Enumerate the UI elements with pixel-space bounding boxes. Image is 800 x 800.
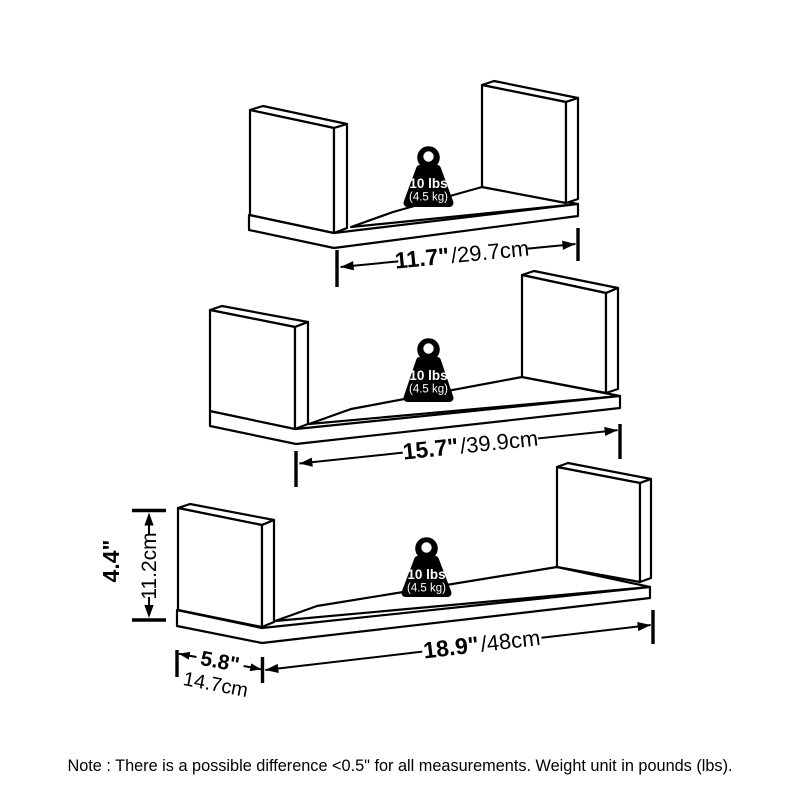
arrowhead-right bbox=[604, 426, 618, 437]
left-panel-face bbox=[208, 308, 297, 431]
weight-knob-hole bbox=[423, 343, 434, 354]
height-cm-label: 11.2cm bbox=[138, 532, 161, 599]
arrowhead-right bbox=[249, 663, 262, 672]
arrowhead-left bbox=[265, 663, 279, 674]
arrowhead-right bbox=[637, 621, 651, 632]
measurement-note: Note : There is a possible difference <0… bbox=[67, 757, 732, 775]
left-panel-face bbox=[176, 506, 264, 629]
weight-lbs-label: 10 lbs bbox=[409, 368, 447, 383]
right-panel-side bbox=[638, 477, 653, 584]
right-panel-side bbox=[564, 96, 580, 205]
weight-lbs-label: 10 lbs bbox=[409, 176, 447, 191]
height-inch-label: 4.4" bbox=[98, 540, 124, 583]
arrowhead-up bbox=[144, 512, 154, 526]
width-dimension: 18.9"/48cm bbox=[260, 610, 655, 683]
arrowhead-down bbox=[144, 605, 154, 618]
weight-body bbox=[401, 556, 452, 597]
weight-body bbox=[403, 357, 454, 402]
width-label: 11.7"/29.7cm bbox=[394, 235, 531, 274]
weight-capacity-icon: 10 lbs (4.5 kg) bbox=[403, 146, 454, 207]
weight-kg-label: (4.5 kg) bbox=[409, 384, 448, 396]
arrowhead-left bbox=[178, 651, 191, 660]
shelf-medium: 10 lbs (4.5 kg) 15.7"/39.9cm bbox=[208, 269, 622, 487]
left-panel-face bbox=[248, 108, 336, 235]
arrowhead-right bbox=[562, 240, 576, 250]
weight-body bbox=[403, 165, 454, 207]
depth-cm-label: 14.7cm bbox=[181, 668, 250, 702]
right-panel-side bbox=[604, 286, 620, 395]
weight-lbs-label: 10 lbs bbox=[407, 567, 445, 582]
left-panel-side bbox=[260, 518, 276, 629]
arrowhead-left bbox=[299, 457, 313, 467]
weight-knob-hole bbox=[423, 151, 434, 162]
right-panel-face bbox=[480, 83, 568, 205]
right-panel-face bbox=[555, 465, 642, 584]
weight-knob-hole bbox=[421, 542, 432, 553]
left-panel-side bbox=[332, 122, 349, 235]
weight-kg-label: (4.5 kg) bbox=[409, 192, 448, 204]
weight-kg-label: (4.5 kg) bbox=[407, 583, 446, 595]
weight-capacity-icon: 10 lbs (4.5 kg) bbox=[403, 338, 454, 402]
weight-capacity-icon: 10 lbs (4.5 kg) bbox=[401, 537, 452, 597]
height-dimension: 4.4" 11.2cm bbox=[98, 508, 166, 622]
right-panel-face bbox=[520, 273, 608, 395]
depth-dimension: 5.8" 14.7cm bbox=[175, 647, 262, 702]
width-label: 18.9"/48cm bbox=[422, 624, 542, 663]
left-panel-side bbox=[293, 320, 310, 431]
shelf-large: 10 lbs (4.5 kg) 18.9"/48cm 4.4" 11.2 bbox=[98, 461, 655, 702]
shelf-small: 10 lbs (4.5 kg) 11.7"/29.7cm bbox=[247, 79, 580, 287]
arrowhead-left bbox=[340, 261, 354, 271]
